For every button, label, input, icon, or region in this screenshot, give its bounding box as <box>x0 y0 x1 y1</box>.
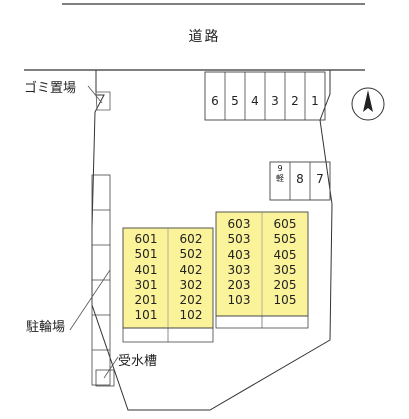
unit-number: 402 <box>179 262 203 277</box>
unit-number: 603 <box>227 217 251 231</box>
unit-number: 303 <box>227 262 251 277</box>
unit-number: 605 <box>273 217 297 231</box>
unit-number: 302 <box>179 277 203 292</box>
unit-number: 202 <box>179 293 203 308</box>
garbage-pointer <box>87 85 103 104</box>
unit-number: 403 <box>227 247 251 262</box>
unit-number: 301 <box>134 277 158 292</box>
parking-space-light-car: 9 軽 <box>272 164 288 184</box>
unit-number: 602 <box>179 232 203 246</box>
bicycle-parking <box>69 174 111 386</box>
parking-space-label: 7 <box>316 172 324 186</box>
parking-top-row <box>204 71 326 121</box>
unit-number: 503 <box>227 232 251 247</box>
unit-number: 203 <box>227 278 251 293</box>
water-tank <box>95 369 115 387</box>
unit-number: 102 <box>179 308 203 323</box>
parking-space-label: 2 <box>291 94 299 108</box>
parking-space-label: 8 <box>296 172 304 186</box>
parking-side-row <box>269 161 331 201</box>
unit-number: 401 <box>134 262 158 277</box>
light-car-mark: 軽 <box>276 174 284 183</box>
unit-number: 505 <box>273 232 297 247</box>
road-label: 道路 <box>188 29 221 45</box>
unit-column: 601 501 401 301 201 101 <box>123 232 169 324</box>
parking-space-label: 3 <box>271 94 279 108</box>
unit-column: 602 502 402 302 202 102 <box>168 232 214 324</box>
parking-space-label: 6 <box>211 94 219 108</box>
parking-space-number: 9 <box>277 164 283 173</box>
unit-number: 405 <box>273 247 297 262</box>
unit-number: 103 <box>227 293 251 308</box>
garbage-area <box>95 91 111 111</box>
garbage-label: ゴミ置場 <box>24 81 77 96</box>
unit-number: 205 <box>273 278 297 293</box>
water-tank-pointer <box>103 356 119 379</box>
north-arrow-icon <box>351 87 385 121</box>
water-tank-label: 受水槽 <box>118 354 158 369</box>
parking-space-label: 1 <box>311 94 319 108</box>
unit-column: 605 505 405 305 205 105 <box>262 217 308 309</box>
unit-number: 201 <box>134 293 158 308</box>
unit-number: 502 <box>179 247 203 262</box>
unit-number: 105 <box>273 293 297 308</box>
unit-number: 101 <box>134 308 158 323</box>
parking-space-label: 4 <box>251 94 259 108</box>
unit-number: 305 <box>273 262 297 277</box>
unit-number: 601 <box>134 232 158 246</box>
bicycle-parking-label: 駐輪場 <box>26 320 66 335</box>
parking-space-label: 5 <box>231 94 239 108</box>
unit-column: 603 503 403 303 203 103 <box>216 217 262 309</box>
unit-number: 501 <box>134 247 158 262</box>
